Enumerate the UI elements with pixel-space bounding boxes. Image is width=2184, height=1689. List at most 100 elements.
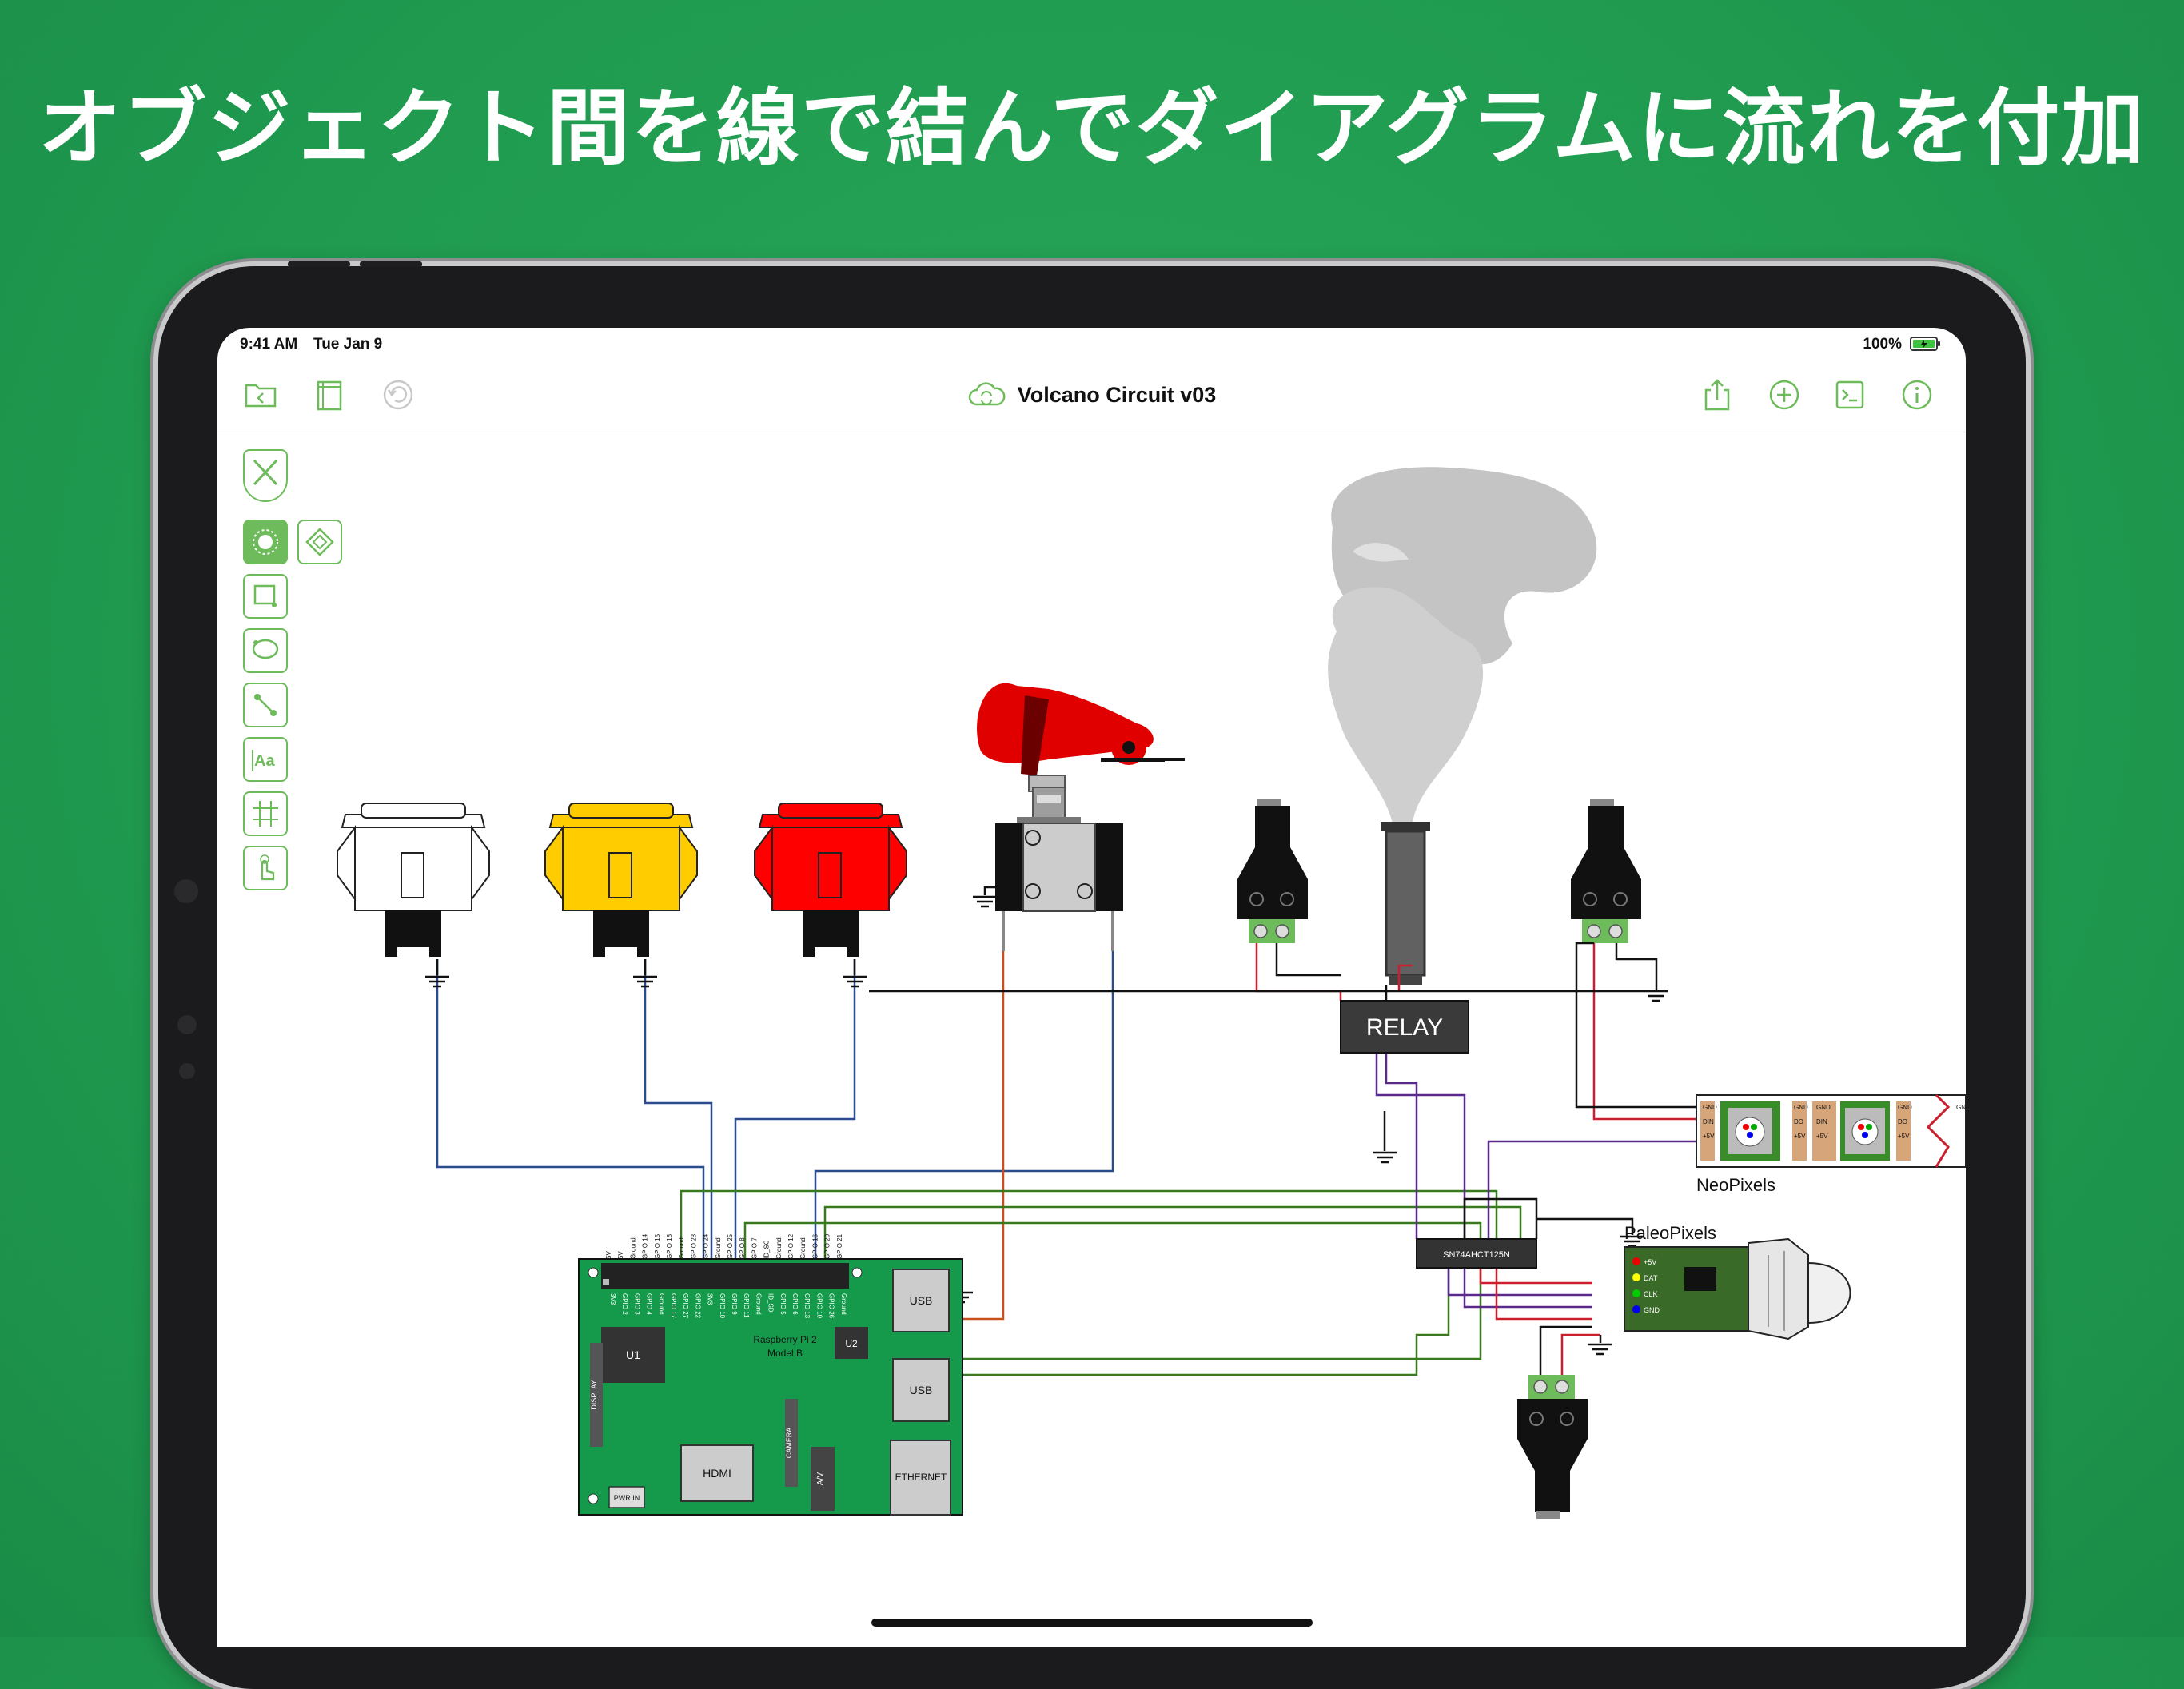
dc-jack-right	[1571, 799, 1641, 943]
gpio-bottom-label: Ground	[658, 1293, 665, 1315]
gpio-bottom-label: GPIO 10	[719, 1293, 726, 1319]
button-red	[754, 803, 907, 957]
neopixel-pin-label: DIN	[1816, 1118, 1827, 1125]
grid-tool-icon[interactable]	[243, 791, 288, 836]
gpio-top-label: GPIO 21	[836, 1233, 843, 1259]
camera-dot	[179, 1063, 195, 1079]
circuit-diagram[interactable]: RELAY SN74AHCT125N	[217, 432, 1966, 1647]
share-icon[interactable]	[1696, 374, 1738, 416]
gpio-top-label: GPIO 25	[727, 1233, 734, 1259]
button-yellow	[544, 803, 698, 957]
neopixel-pin-label: +5V	[1898, 1133, 1910, 1140]
lasso-tool-icon[interactable]	[243, 628, 288, 673]
av-label: A/V	[816, 1472, 825, 1485]
info-icon[interactable]	[1896, 374, 1938, 416]
wires	[436, 942, 1696, 1376]
gpio-top-label: GPIO 8	[739, 1237, 746, 1259]
gpio-top-label: GPIO 7	[751, 1237, 758, 1259]
paleopixel-pin-label: CLK	[1644, 1290, 1658, 1298]
gpio-bottom-label: GPIO 9	[731, 1293, 738, 1315]
gpio-top-label: GPIO 15	[654, 1233, 661, 1259]
app-screen: 9:41 AM Tue Jan 9 100%	[217, 328, 1966, 1647]
usb-top-label: USB	[910, 1294, 933, 1307]
u1-label: U1	[626, 1348, 640, 1361]
touch-tool-icon[interactable]	[243, 846, 288, 890]
add-icon[interactable]	[1764, 374, 1805, 416]
gpio-bottom-label: GPIO 2	[621, 1293, 628, 1315]
gpio-top-label: Ground	[799, 1237, 807, 1259]
button-white	[337, 803, 490, 957]
gpio-bottom-label: GPIO 6	[791, 1293, 799, 1315]
gpio-top-label: Ground	[629, 1237, 636, 1259]
gpio-bottom-label: GPIO 22	[694, 1293, 701, 1319]
camera-label: CAMERA	[785, 1428, 793, 1459]
dc-jack-left	[1237, 799, 1308, 943]
gpio-top-label: 5V	[605, 1251, 612, 1259]
gpio-bottom-label: GPIO 17	[670, 1293, 677, 1319]
display-label: DISPLAY	[590, 1380, 598, 1409]
gpio-bottom-label: Ground	[840, 1293, 847, 1315]
gpio-top-label: GPIO 24	[703, 1233, 710, 1259]
gpio-top-label: GPIO 18	[666, 1233, 673, 1259]
gpio-top-label: ID_SC	[763, 1240, 771, 1259]
board-model: Model B	[767, 1348, 803, 1359]
neopixel-pin-label: +5V	[1816, 1133, 1828, 1140]
relay-label: RELAY	[1366, 1014, 1443, 1041]
gpio-bottom-label: GPIO 13	[803, 1293, 811, 1319]
paleopixels-board	[1624, 1237, 1851, 1340]
volcano-tube	[1381, 822, 1430, 985]
gpio-top-label: 5V	[617, 1251, 624, 1259]
diagram-canvas[interactable]: Aa	[217, 432, 1966, 1647]
neopixel-pin-label: +5V	[1794, 1133, 1806, 1140]
document-title: Volcano Circuit v03	[1017, 382, 1217, 407]
text-tool-icon[interactable]: Aa	[243, 737, 288, 782]
document-icon[interactable]	[309, 374, 350, 416]
gpio-top-label: Ground	[715, 1237, 722, 1259]
document-title-bar[interactable]: Volcano Circuit v03	[217, 379, 1966, 414]
neopixel-pin-label: DIN	[1703, 1118, 1714, 1125]
gpio-bottom-label: ID_SD	[767, 1293, 775, 1313]
selection-tool-icon[interactable]	[243, 520, 288, 564]
paleopixel-pin-label: DAT	[1644, 1274, 1658, 1282]
toolbar: Volcano Circuit v03	[217, 360, 1966, 432]
neopixel-pin-label: GND	[1794, 1104, 1808, 1111]
gpio-top-label: GPIO 16	[811, 1233, 819, 1259]
status-date: Tue Jan 9	[313, 336, 383, 353]
toggle-switch	[977, 683, 1185, 951]
connection-tool-icon[interactable]	[243, 683, 288, 727]
neopixel-pin-label: DO	[1898, 1118, 1907, 1125]
undo-icon[interactable]	[377, 374, 419, 416]
neopixels-label: NeoPixels	[1696, 1175, 1775, 1195]
folder-back-icon[interactable]	[240, 374, 281, 416]
ic-chip: SN74AHCT125N	[1416, 1238, 1537, 1269]
style-tool-icon[interactable]	[297, 520, 342, 564]
neopixel-pin-label: GND	[1956, 1104, 1966, 1111]
gpio-bottom-label: 3V3	[707, 1293, 714, 1305]
status-time: 9:41 AM	[240, 336, 298, 353]
neopixel-pin-label: GND	[1898, 1104, 1912, 1111]
smoke-graphic	[1328, 467, 1597, 823]
gpio-top-label: GPIO 20	[824, 1233, 831, 1259]
gpio-bottom-label: GPIO 5	[779, 1293, 787, 1315]
neopixel-pin-label: DO	[1794, 1118, 1803, 1125]
rectangle-tool-icon[interactable]	[243, 574, 288, 619]
ground-symbols	[425, 886, 1668, 1356]
gpio-bottom-label: 3V3	[609, 1293, 616, 1305]
battery-percent: 100%	[1863, 336, 1902, 353]
usb-bottom-label: USB	[910, 1384, 933, 1396]
battery-icon	[1910, 337, 1940, 351]
pen-tool-icon[interactable]	[243, 449, 288, 502]
gpio-bottom-label: Ground	[755, 1293, 762, 1315]
gpio-top-label: GPIO 12	[787, 1233, 795, 1259]
home-indicator[interactable]	[871, 1619, 1313, 1627]
gpio-bottom-label: GPIO 4	[646, 1293, 653, 1315]
console-icon[interactable]	[1829, 374, 1871, 416]
neopixel-pin-label: GND	[1816, 1104, 1831, 1111]
gpio-top-label: GPIO 23	[690, 1233, 697, 1259]
raspberry-pi-board: U1 U2 Raspberry Pi 2 Model B DISPLAY CAM…	[578, 1258, 963, 1516]
neopixel-strip	[1696, 1093, 1966, 1168]
